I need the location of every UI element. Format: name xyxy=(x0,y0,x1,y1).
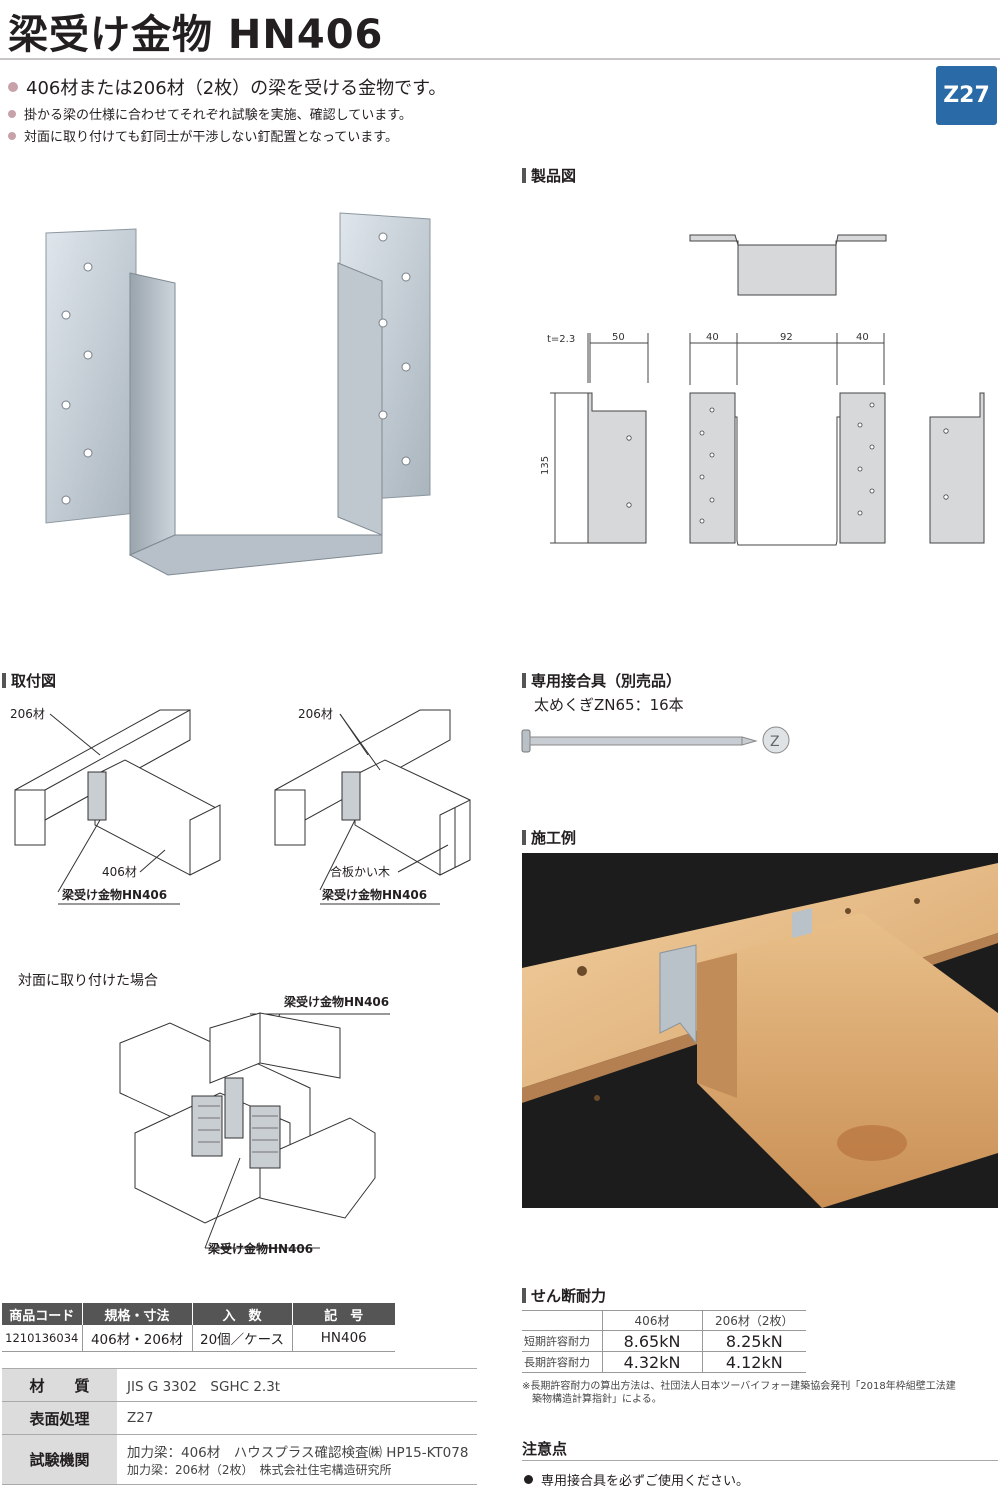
caution-divider xyxy=(522,1460,998,1461)
finish-value: Z27 xyxy=(117,1401,477,1435)
test-key: 試験機関 xyxy=(2,1434,117,1485)
shear-value: 8.25kN xyxy=(701,1330,806,1352)
shear-value: 4.12kN xyxy=(701,1351,806,1373)
nail-head-mark: Z xyxy=(770,734,780,750)
spec-header: 記 号 xyxy=(292,1303,395,1325)
shear-table: 406材 206材（2枚） 短期許容耐力 8.65kN 8.25kN 長期許容耐… xyxy=(522,1310,806,1373)
product-code: 1210136034 xyxy=(2,1325,83,1352)
shear-row-label: 長期許容耐力 xyxy=(522,1351,602,1373)
spec-header-row: 商品コード 規格・寸法 入 数 記 号 xyxy=(2,1303,395,1325)
caption-hn406-left: 梁受け金物HN406 xyxy=(62,888,168,902)
dim-inner-width: 92 xyxy=(780,332,793,343)
table-row: 表面処理 Z27 xyxy=(2,1401,477,1435)
material-value: JIS G 3302 SGHC 2.3t xyxy=(117,1368,477,1402)
table-row: 1210136034 406材・206材 20個／ケース HN406 xyxy=(2,1325,395,1352)
shear-note-1: ※長期許容耐力の算出方法は、社団法人日本ツーバイフォー建築協会発刊「2018年枠… xyxy=(522,1381,956,1392)
test-value: 加力梁：406材 ハウスプラス確認検査㈱ HP15-KT078 加力梁：206材… xyxy=(117,1434,477,1485)
bullet-dot-icon xyxy=(8,131,16,140)
mounting-diagram-right: 206材 合板かい木 xyxy=(274,707,471,905)
caption-hn406-top: 梁受け金物HN406 xyxy=(284,995,390,1009)
opposite-title: 対面に取り付けた場合 xyxy=(18,973,158,989)
spec-header: 商品コード xyxy=(2,1303,83,1325)
material-table: 材 質 JIS G 3302 SGHC 2.3t 表面処理 Z27 試験機関 加… xyxy=(2,1368,477,1485)
shear-header-row: 406材 206材（2枚） xyxy=(522,1310,806,1331)
table-row: 短期許容耐力 8.65kN 8.25kN xyxy=(522,1330,806,1352)
spec-header: 入 数 xyxy=(192,1303,293,1325)
product-spec: 406材・206材 xyxy=(82,1325,193,1352)
dim-right-flange: 40 xyxy=(856,332,869,343)
bullet-dot-icon xyxy=(8,82,18,92)
bullet-dot-icon xyxy=(8,109,16,118)
fastener-text: 太めくぎZN65：16本 xyxy=(534,696,684,714)
dim-height: 135 xyxy=(540,456,551,475)
test-line-1: 加力梁：406材 ハウスプラス確認検査㈱ HP15-KT078 xyxy=(127,1445,469,1461)
caption-hn406-bottom: 梁受け金物HN406 xyxy=(208,1242,314,1256)
shear-heading: せん断耐力 xyxy=(522,1285,606,1306)
shear-col-206: 206材（2枚） xyxy=(701,1310,806,1331)
example-photo xyxy=(522,853,998,1208)
feature-bullet: 対面に取り付けても釘同士が干渉しない釘配置となっています。 xyxy=(8,126,398,145)
shear-value: 4.32kN xyxy=(601,1351,702,1373)
product-quantity: 20個／ケース xyxy=(192,1325,293,1352)
test-line-2: 加力梁：206材（2枚） 株式会社住宅構造研究所 xyxy=(127,1463,392,1477)
finish-key: 表面処理 xyxy=(2,1401,117,1435)
product-photo xyxy=(45,212,431,576)
top-view xyxy=(689,234,887,296)
material-key: 材 質 xyxy=(2,1368,117,1402)
feature-bullet: 掛かる梁の仕様に合わせてそれぞれ試験を実施、確認しています。 xyxy=(8,104,412,123)
nail-image: Z xyxy=(521,726,790,754)
spec-header: 規格・寸法 xyxy=(82,1303,193,1325)
shear-col-406: 406材 xyxy=(601,1310,702,1331)
caution-heading: 注意点 xyxy=(522,1440,568,1458)
label-206: 206材 xyxy=(298,707,333,721)
dim-left-flange: 40 xyxy=(706,332,719,343)
opposite-diagram xyxy=(119,1012,390,1249)
caption-hn406-right: 梁受け金物HN406 xyxy=(322,888,428,902)
label-406: 406材 xyxy=(102,865,137,879)
label-206: 206材 xyxy=(10,707,45,721)
table-row: 試験機関 加力梁：406材 ハウスプラス確認検査㈱ HP15-KT078 加力梁… xyxy=(2,1434,477,1485)
spec-table: 商品コード 規格・寸法 入 数 記 号 1210136034 406材・206材… xyxy=(2,1303,395,1352)
label-plywood: 合板かい木 xyxy=(330,864,390,879)
shear-note-2: 築物構造計算指針」による。 xyxy=(532,1394,662,1405)
title-divider xyxy=(0,58,1000,60)
fastener-heading: 専用接合具（別売品） xyxy=(522,670,681,691)
dim-thickness: t=2.3 xyxy=(547,334,575,345)
bullet-dot-icon xyxy=(524,1475,533,1484)
product-drawing: t=2.3 50 40 92 40 135 xyxy=(540,234,985,546)
product-drawing-heading: 製品図 xyxy=(522,165,576,186)
feature-bullet: 406材または206材（2枚）の梁を受ける金物です。 xyxy=(8,74,446,100)
shear-row-label: 短期許容耐力 xyxy=(522,1330,602,1352)
mounting-heading: 取付図 xyxy=(2,670,56,691)
shear-value: 8.65kN xyxy=(601,1330,702,1352)
page-title: 梁受け金物 HN406 xyxy=(8,12,384,58)
product-symbol: HN406 xyxy=(292,1325,395,1352)
dim-width: 50 xyxy=(612,332,625,343)
caution-item: 専用接合具を必ずご使用ください。 xyxy=(524,1470,749,1486)
mounting-diagram-left: 206材 406材 xyxy=(10,707,221,905)
table-row: 材 質 JIS G 3302 SGHC 2.3t xyxy=(2,1368,477,1402)
finish-badge: Z27 xyxy=(936,66,997,125)
example-heading: 施工例 xyxy=(522,827,576,848)
table-row: 長期許容耐力 4.32kN 4.12kN xyxy=(522,1351,806,1373)
